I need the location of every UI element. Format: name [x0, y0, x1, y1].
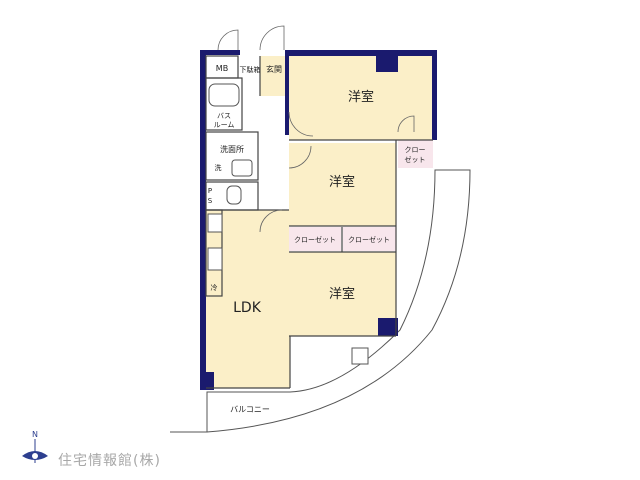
walls [200, 50, 437, 390]
stove-icon [207, 213, 223, 233]
room-western-2 [289, 143, 396, 226]
label-closet-top-2: ゼット [405, 155, 426, 164]
label-western-1: 洋室 [348, 89, 374, 105]
label-ps-s: S [208, 197, 213, 205]
entrance-fill [260, 56, 289, 96]
label-ps-p: P [208, 187, 212, 195]
sink-icon [231, 159, 253, 177]
label-ldk: LDK [233, 300, 262, 316]
door-swings [217, 25, 415, 233]
ldk-fill-main [205, 210, 289, 388]
closet-mid-left [289, 227, 341, 251]
label-washroom: 洗面所 [220, 144, 244, 154]
kitchen-sink-icon [207, 247, 223, 271]
balcony-outline [206, 169, 471, 433]
closet-top [398, 140, 433, 168]
room-western-1 [289, 56, 433, 140]
label-closet-mid-left: クローゼット [294, 235, 336, 244]
toilet-icon [226, 185, 242, 205]
label-shoe-box: 下駄箱 [240, 65, 261, 74]
label-balcony: バルコニー [230, 405, 270, 414]
label-mb: MB [216, 64, 228, 73]
label-washer: 洗 [215, 163, 222, 172]
label-fridge: 冷 [211, 283, 218, 292]
label-bath-2: ルーム [214, 121, 235, 129]
label-western-2: 洋室 [329, 174, 355, 190]
label-closet-top-1: クロー [405, 146, 426, 154]
label-bath-1: バス [217, 112, 231, 120]
closet-mid-right [343, 227, 396, 251]
label-entrance: 玄関 [266, 64, 282, 74]
brand-text: 住宅情報館(株) [58, 453, 161, 469]
compass-icon: N [22, 430, 48, 463]
bathtub-icon [208, 83, 240, 107]
compass-letter: N [32, 430, 38, 439]
label-closet-mid-right: クローゼット [348, 235, 390, 244]
interior-walls [205, 55, 433, 389]
label-western-3: 洋室 [329, 286, 355, 302]
aircon-unit [351, 347, 369, 365]
